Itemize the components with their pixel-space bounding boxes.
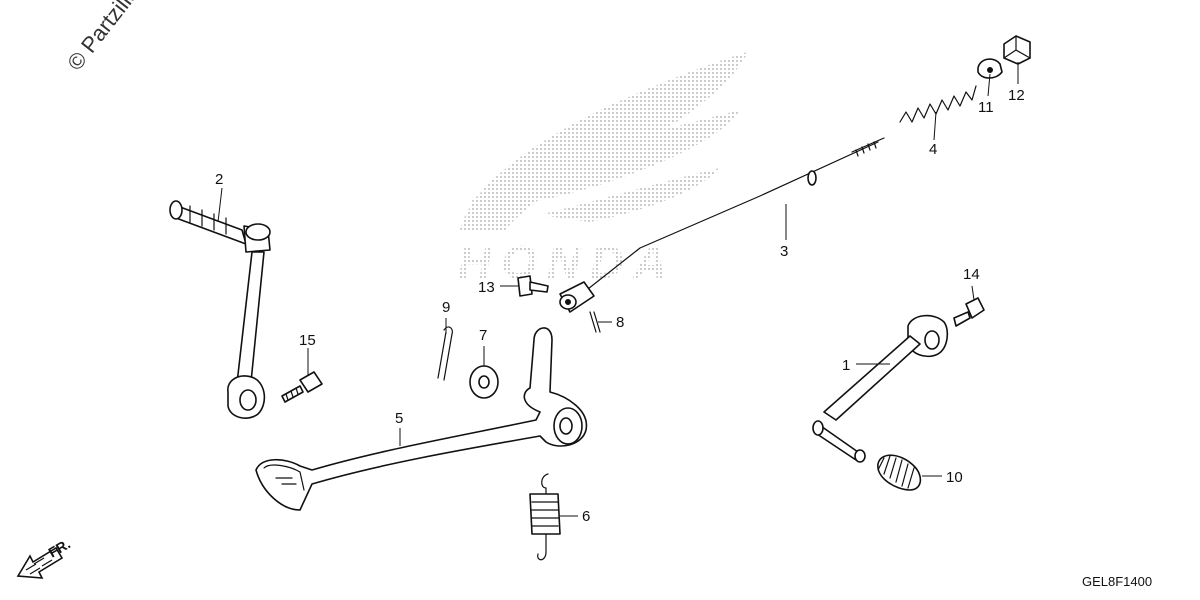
callouts: 2 3 4 11 12 13 8 9 7 15 5 6 1 14 10 bbox=[215, 87, 1025, 525]
gearshift-pedal[interactable] bbox=[812, 314, 949, 463]
callout-9[interactable]: 9 bbox=[442, 299, 450, 316]
joint-nut-11[interactable] bbox=[977, 58, 1003, 79]
callout-1[interactable]: 1 bbox=[842, 357, 850, 374]
callout-14[interactable]: 14 bbox=[963, 266, 980, 283]
bolt-14[interactable] bbox=[953, 297, 985, 327]
adjusting-nut-12[interactable] bbox=[1003, 35, 1031, 65]
brake-pedal[interactable] bbox=[255, 327, 588, 511]
callout-10[interactable]: 10 bbox=[946, 469, 963, 486]
flange-bolt-15[interactable] bbox=[281, 371, 323, 403]
pin-8[interactable] bbox=[589, 311, 601, 333]
callout-5[interactable]: 5 bbox=[395, 410, 403, 427]
callout-11[interactable]: 11 bbox=[978, 99, 994, 116]
callout-2[interactable]: 2 bbox=[215, 171, 223, 188]
callout-15[interactable]: 15 bbox=[299, 332, 316, 349]
leader-lines bbox=[217, 62, 1019, 517]
kick-starter-arm[interactable] bbox=[169, 200, 271, 419]
front-arrow-icon bbox=[16, 546, 64, 579]
cotter-pin-9[interactable] bbox=[437, 326, 453, 381]
brake-spring[interactable] bbox=[899, 85, 977, 123]
callout-7[interactable]: 7 bbox=[479, 327, 487, 344]
return-spring-6[interactable] bbox=[529, 473, 561, 561]
honda-wordmark: HONDA bbox=[458, 236, 677, 288]
front-direction-indicator: FR. bbox=[16, 535, 73, 579]
bolt-13[interactable] bbox=[517, 275, 549, 297]
watermark: © Partzilla bbox=[62, 0, 144, 75]
honda-wing-logo: HONDA bbox=[458, 52, 748, 288]
washer-7[interactable] bbox=[469, 365, 499, 399]
callout-13[interactable]: 13 bbox=[478, 279, 495, 296]
callout-12[interactable]: 12 bbox=[1008, 87, 1025, 104]
callout-8[interactable]: 8 bbox=[616, 314, 624, 331]
diagram-code: GEL8F1400 bbox=[1082, 574, 1152, 589]
callout-6[interactable]: 6 bbox=[582, 508, 590, 525]
callout-3[interactable]: 3 bbox=[780, 243, 788, 260]
pedal-rubber-10[interactable] bbox=[877, 454, 922, 491]
callout-4[interactable]: 4 bbox=[929, 141, 937, 158]
brake-rod[interactable] bbox=[559, 137, 885, 313]
